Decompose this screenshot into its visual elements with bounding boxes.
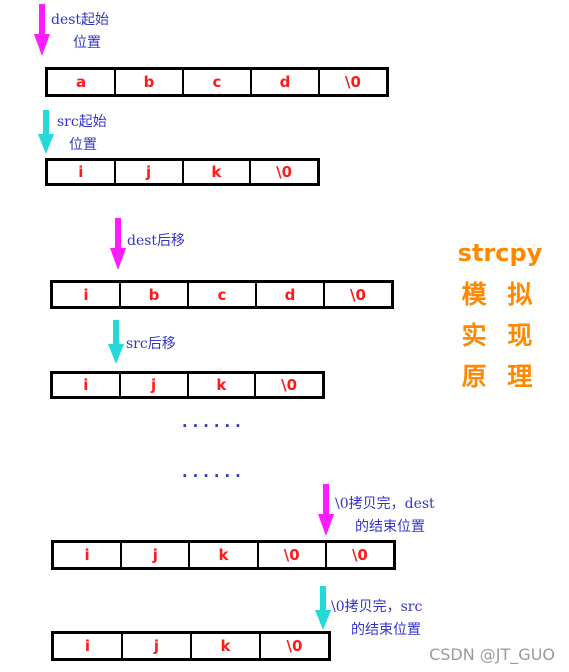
src-pointer-arrow-icon xyxy=(38,110,54,154)
array-cell: \0 xyxy=(281,376,298,394)
array-cell: \0 xyxy=(259,543,327,567)
array-cell: j xyxy=(122,543,191,567)
side-title-line: strcpy xyxy=(457,239,543,267)
array-cell: j xyxy=(121,374,189,396)
label-line-2: 的结束位置 xyxy=(355,519,425,535)
dest-end-label: \0拷贝完，dest 的结束位置 xyxy=(335,493,435,539)
array-cell: a xyxy=(48,70,116,94)
label-line-2: 位置 xyxy=(73,35,101,51)
memory-array-src-initial: i j k \0 xyxy=(45,158,320,186)
array-cell: i xyxy=(48,161,116,183)
dest-pointer-arrow-icon xyxy=(34,4,50,56)
array-cell: k xyxy=(184,161,252,183)
watermark: CSDN @JT_GUO xyxy=(429,645,555,664)
label-line-2: 的结束位置 xyxy=(351,622,421,638)
dest-moved-label: dest后移 xyxy=(127,230,185,253)
array-cell: c xyxy=(189,283,257,306)
array-cell: i xyxy=(53,374,121,396)
dest-pointer-arrow-icon xyxy=(318,484,334,536)
src-end-label: \0拷贝完，src 的结束位置 xyxy=(331,596,422,642)
side-title-line: 实 现 xyxy=(461,321,539,350)
ellipsis-1: ...... xyxy=(180,412,244,431)
label-line-1: src起始 xyxy=(57,114,107,130)
side-title-line: 原 理 xyxy=(461,362,539,391)
memory-array-src-step1: i j k \0 xyxy=(50,371,325,399)
side-title: strcpy 模 拟 实 现 原 理 xyxy=(455,233,545,397)
src-pointer-arrow-icon xyxy=(315,586,331,630)
array-cell: \0 xyxy=(351,546,368,564)
array-cell: j xyxy=(123,634,192,658)
array-cell: d xyxy=(252,70,320,94)
ellipsis-2: ...... xyxy=(180,462,244,481)
label-line-1: \0拷贝完，dest xyxy=(335,496,435,512)
dest-start-label: dest起始 位置 xyxy=(51,9,109,55)
array-cell: \0 xyxy=(286,637,303,655)
array-cell: i xyxy=(53,283,121,306)
array-cell: i xyxy=(54,634,123,658)
src-start-label: src起始 位置 xyxy=(57,111,107,157)
label-line-1: dest起始 xyxy=(51,12,110,28)
memory-array-src-final: i j k \0 xyxy=(51,631,331,661)
array-cell: k xyxy=(189,374,257,396)
label-line-2: 位置 xyxy=(69,137,97,153)
array-cell: \0 xyxy=(276,163,293,181)
label-line-1: src后移 xyxy=(126,336,176,352)
array-cell: k xyxy=(192,634,261,658)
array-cell: \0 xyxy=(350,285,366,304)
memory-array-dest-step1: i b c d \0 xyxy=(50,280,394,309)
dest-pointer-arrow-icon xyxy=(110,218,126,270)
array-cell: k xyxy=(190,543,259,567)
array-cell: b xyxy=(116,70,184,94)
array-cell: c xyxy=(184,70,252,94)
array-cell: \0 xyxy=(345,73,361,91)
memory-array-dest-initial: a b c d \0 xyxy=(45,67,389,97)
array-cell: j xyxy=(116,161,184,183)
side-title-line: 模 拟 xyxy=(461,280,539,309)
label-line-1: dest后移 xyxy=(127,233,186,249)
array-cell: b xyxy=(121,283,189,306)
array-cell: d xyxy=(257,283,325,306)
src-moved-label: src后移 xyxy=(126,333,176,356)
src-pointer-arrow-icon xyxy=(108,320,124,364)
label-line-1: \0拷贝完，src xyxy=(331,599,423,615)
memory-array-dest-final: i j k \0 \0 xyxy=(51,540,396,570)
array-cell: i xyxy=(54,543,123,567)
